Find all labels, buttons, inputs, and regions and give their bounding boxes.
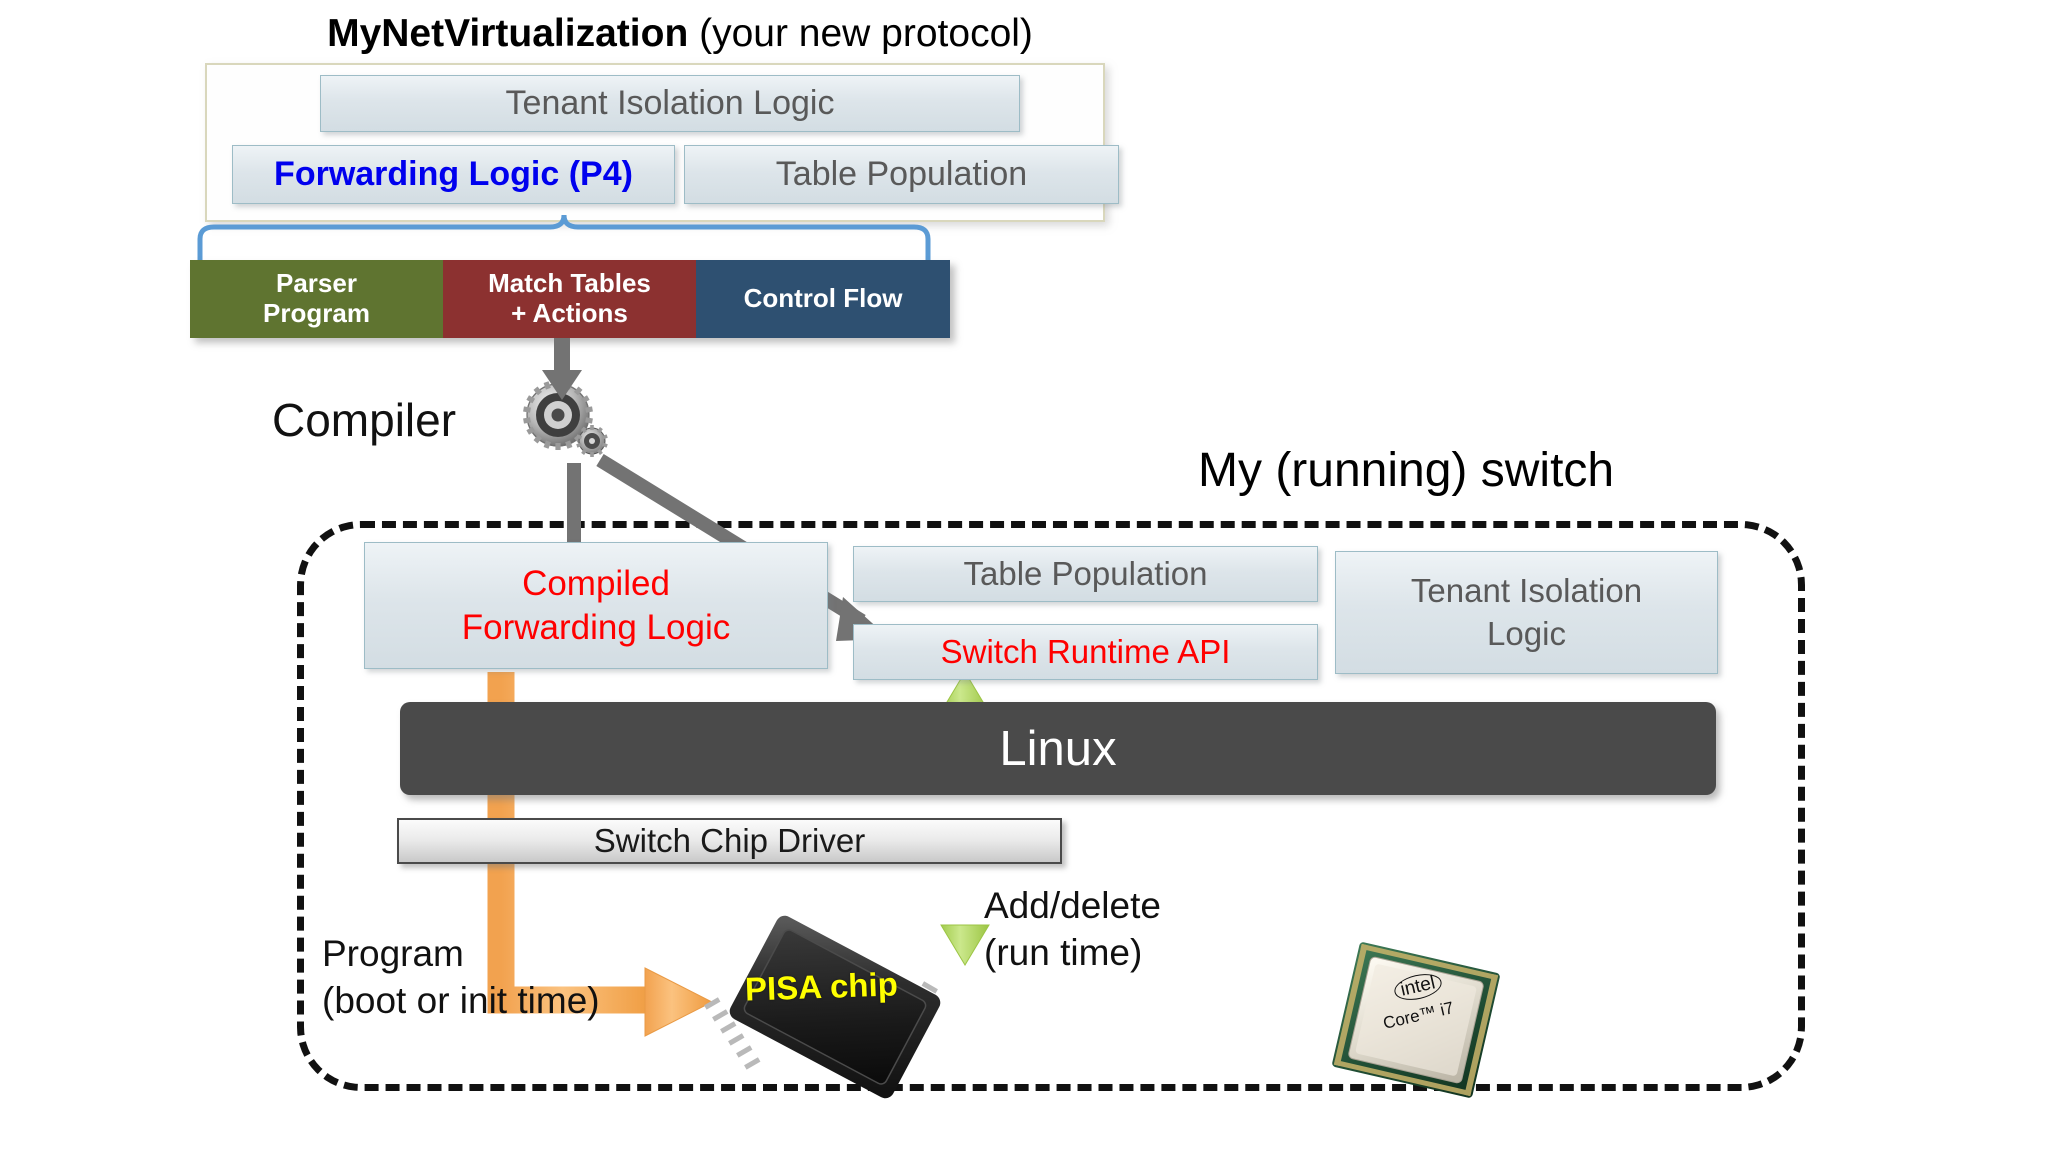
curly-brace-connector — [197, 214, 931, 270]
program-line-1: Program — [322, 933, 464, 974]
switch-container-title: My (running) switch — [1198, 444, 1615, 497]
adddelete-line-1: Add/delete — [984, 885, 1161, 926]
box-tenant-isolation-logic-runtime[interactable]: Tenant Isolation Logic — [1335, 551, 1718, 674]
tenant-isolation-runtime-label: Tenant Isolation Logic — [1411, 570, 1642, 656]
tenant-line-2: Logic — [1487, 614, 1566, 652]
switch-chip-driver-label: Switch Chip Driver — [593, 822, 866, 859]
strip-cell-control-flow[interactable]: Control Flow — [696, 260, 950, 338]
compiled-forwarding-logic-label: Compiled Forwarding Logic — [462, 562, 730, 650]
program-line-2: (boot or init time) — [322, 980, 600, 1022]
box-switch-runtime-api[interactable]: Switch Runtime API — [853, 624, 1318, 680]
compiled-line-1: Compiled — [522, 563, 670, 603]
box-tenant-isolation-logic-source[interactable]: Tenant Isolation Logic — [320, 75, 1020, 132]
compiled-line-2: Forwarding Logic — [461, 607, 731, 647]
box-compiled-forwarding-logic[interactable]: Compiled Forwarding Logic — [364, 542, 828, 669]
page-title-rest: (your new protocol) — [688, 12, 1033, 55]
parser-program-label: Parser Program — [263, 268, 370, 329]
page-title-bold: MyNetVirtualization — [327, 12, 689, 55]
linux-os-bar: Linux — [400, 702, 1716, 795]
pisa-chip-icon — [704, 915, 941, 1099]
add-delete-runtime-label: Add/delete (run time) — [984, 882, 1161, 977]
strip-cell-match-tables-actions[interactable]: Match Tables + Actions — [443, 260, 696, 338]
tenant-line-1: Tenant Isolation — [1410, 571, 1643, 609]
linux-label: Linux — [999, 721, 1117, 776]
box-switch-chip-driver[interactable]: Switch Chip Driver — [397, 818, 1062, 864]
match-tables-label: Match Tables + Actions — [488, 268, 651, 329]
box-forwarding-logic-p4[interactable]: Forwarding Logic (P4) — [232, 145, 675, 204]
p4-component-strip: Parser Program Match Tables + Actions Co… — [190, 260, 950, 338]
pisa-chip-label: PISA chip — [744, 965, 899, 1008]
intel-cpu-icon — [1332, 942, 1500, 1098]
adddelete-line-2: (run time) — [984, 932, 1143, 974]
control-flow-label: Control Flow — [743, 283, 903, 314]
gear-icon — [523, 381, 608, 457]
page-title: MyNetVirtualization (your new protocol) — [205, 12, 1155, 56]
box-table-population-source[interactable]: Table Population — [684, 145, 1119, 204]
parser-line-2: Program — [263, 298, 370, 328]
program-boot-time-label: Program (boot or init time) — [322, 930, 600, 1025]
compiler-label: Compiler — [272, 394, 457, 446]
running-switch-container — [297, 521, 1805, 1091]
strip-cell-parser-program[interactable]: Parser Program — [190, 260, 443, 338]
box-table-population-runtime[interactable]: Table Population — [853, 546, 1318, 602]
match-line-1: Match Tables — [488, 268, 651, 299]
match-line-2: + Actions — [511, 298, 628, 328]
parser-line-1: Parser — [276, 268, 357, 299]
